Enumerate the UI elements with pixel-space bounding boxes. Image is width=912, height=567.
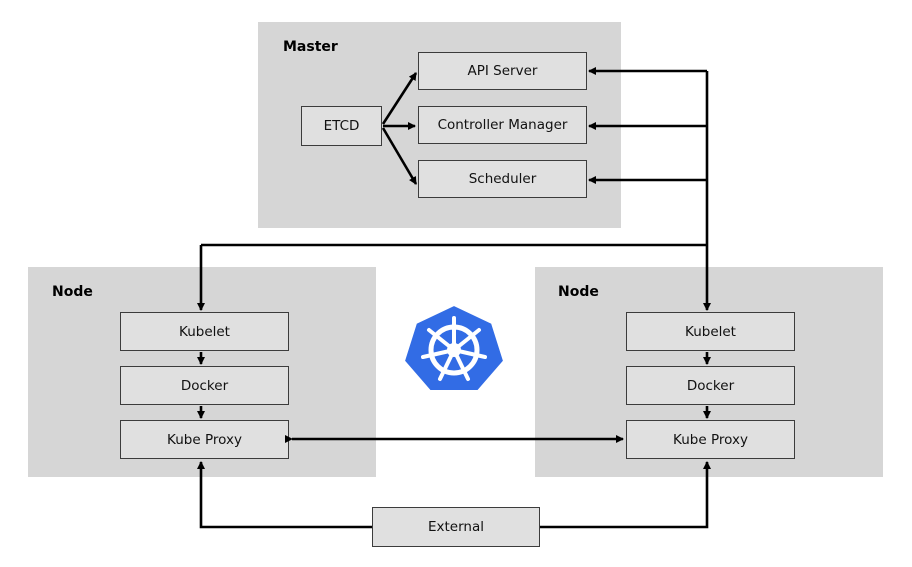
- external-to-left-proxy-arrow: [197, 461, 372, 529]
- api-server-box: API Server: [418, 52, 587, 90]
- kubelet-right-box: Kubelet: [626, 312, 795, 351]
- master-title: Master: [283, 39, 338, 55]
- docker-left-box: Docker: [120, 366, 289, 405]
- etcd-box: ETCD: [301, 106, 382, 146]
- etcd-to-scheduler-arrow: [381, 127, 418, 185]
- scheduler-box: Scheduler: [418, 160, 587, 198]
- external-to-right-proxy-arrow: [540, 461, 711, 529]
- node-right-title: Node: [558, 284, 599, 300]
- external-box: External: [372, 507, 540, 547]
- kubelet-left-box: Kubelet: [120, 312, 289, 351]
- kube-proxy-left-box: Kube Proxy: [120, 420, 289, 459]
- kubernetes-helm-wheel-icon: [402, 303, 506, 392]
- docker-right-box: Docker: [626, 366, 795, 405]
- kube-proxy-right-box: Kube Proxy: [626, 420, 795, 459]
- controller-manager-box: Controller Manager: [418, 106, 587, 144]
- node-left-title: Node: [52, 284, 93, 300]
- etcd-to-api-arrow: [381, 72, 418, 125]
